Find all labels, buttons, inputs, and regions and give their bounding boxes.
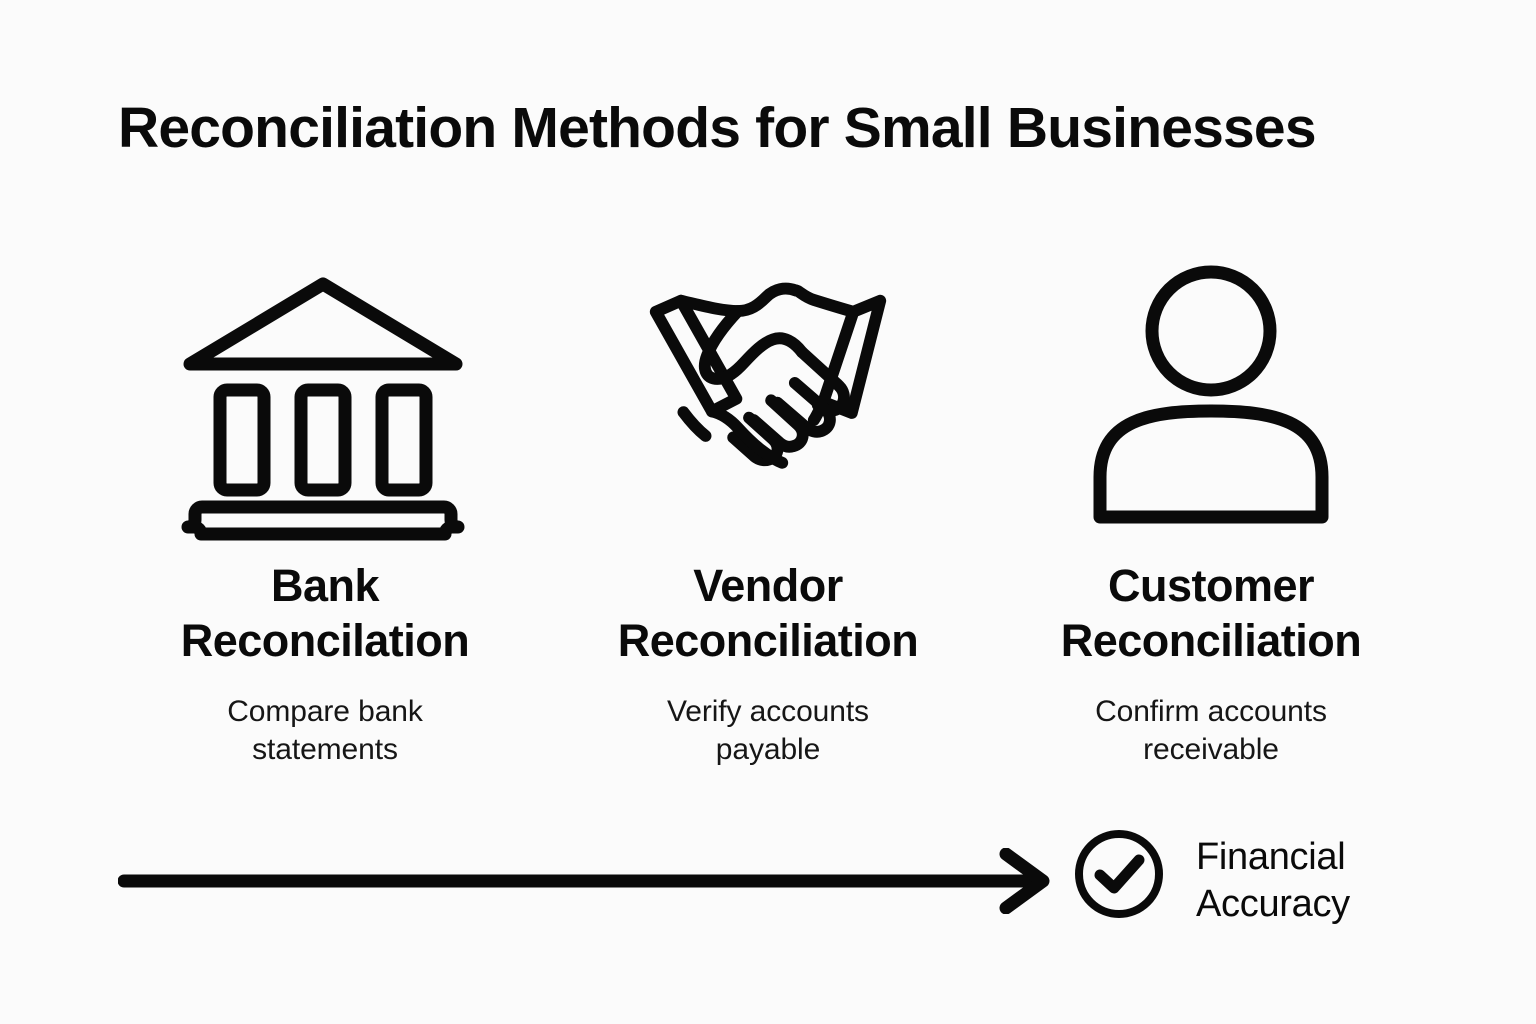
method-subtitle-line1: Compare bank — [227, 694, 423, 728]
methods-row: Bank Reconcilation Compare bank statemen… — [110, 258, 1426, 788]
method-heading: Vendor Reconciliation — [618, 558, 919, 669]
method-heading-line1: Customer — [1107, 560, 1315, 611]
method-heading-line1: Bank — [270, 560, 380, 611]
method-heading-line1: Vendor — [693, 560, 843, 611]
method-subtitle-line2: payable — [715, 733, 821, 767]
handshake-icon — [618, 258, 918, 530]
method-card-vendor: Vendor Reconciliation Verify accounts pa… — [553, 258, 983, 769]
check-circle-icon — [1073, 828, 1165, 925]
method-heading: Customer Reconciliation — [1061, 558, 1362, 669]
method-card-bank: Bank Reconcilation Compare bank statemen… — [110, 258, 540, 769]
method-subtitle: Confirm accounts receivable — [1095, 693, 1327, 770]
right-arrow-icon — [117, 847, 1058, 919]
method-heading-line2: Reconciliation — [1060, 615, 1362, 667]
method-heading-line2: Reconcilation — [180, 615, 470, 667]
page-title: Reconciliation Methods for Small Busines… — [118, 96, 1317, 160]
person-icon — [1061, 258, 1361, 530]
method-heading: Bank Reconcilation — [181, 558, 470, 669]
method-card-customer: Customer Reconciliation Confirm accounts… — [996, 258, 1426, 769]
method-heading-line2: Reconciliation — [617, 615, 919, 667]
method-subtitle: Compare bank statements — [227, 693, 423, 770]
bank-building-icon — [175, 258, 475, 541]
method-subtitle-line2: receivable — [1143, 733, 1279, 767]
outcome-label-line1: Financial — [1196, 836, 1346, 878]
method-subtitle-line1: Confirm accounts — [1095, 694, 1327, 728]
outcome-label-line2: Accuracy — [1196, 883, 1350, 926]
outcome-label: Financial Accuracy — [1196, 834, 1426, 928]
outcome-flow: Financial Accuracy — [117, 826, 1418, 936]
method-subtitle: Verify accounts payable — [667, 693, 869, 770]
method-subtitle-line1: Verify accounts — [667, 694, 869, 728]
method-subtitle-line2: statements — [252, 733, 398, 767]
